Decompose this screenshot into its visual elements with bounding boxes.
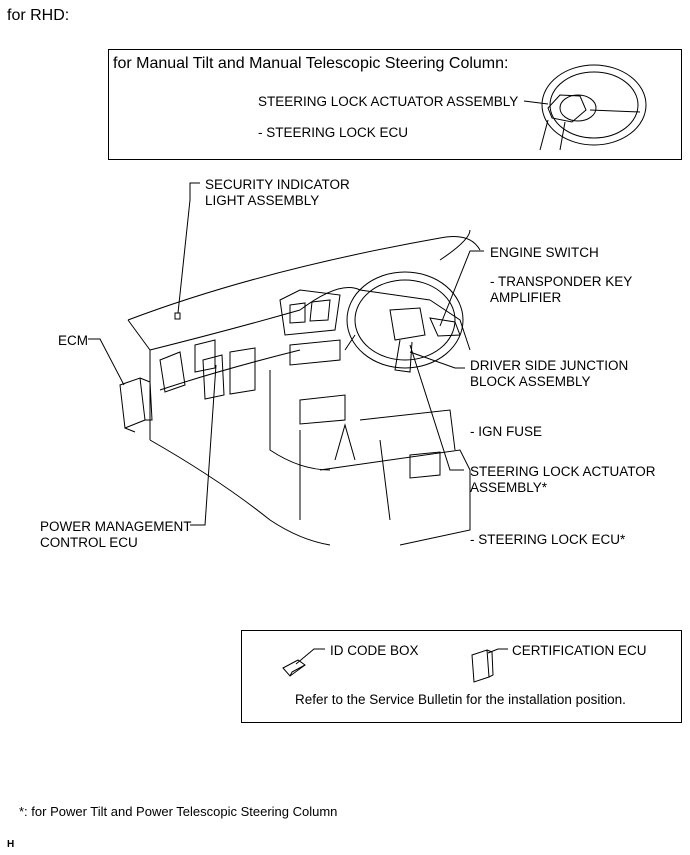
security-indicator-drawing (174, 312, 181, 320)
manual-steering-wheel-drawing (523, 64, 647, 151)
dashboard-outline (127, 229, 481, 546)
manual-steering-lock-actuator-label: STEERING LOCK ACTUATOR ASSEMBLY (258, 94, 519, 109)
manual-column-box (108, 49, 682, 160)
certification-ecu-drawing (471, 649, 494, 683)
power-management-label-line2: CONTROL ECU (40, 535, 138, 550)
service-bulletin-note: Refer to the Service Bulletin for the in… (295, 692, 626, 707)
security-indicator-label-line2: LIGHT ASSEMBLY (205, 193, 320, 208)
junction-block-label-line1: DRIVER SIDE JUNCTION (470, 358, 629, 373)
engine-switch-label: ENGINE SWITCH (490, 245, 599, 260)
steering-wheel-drawing (344, 271, 464, 373)
transponder-label-line2: AMPLIFIER (490, 290, 562, 305)
steering-lock-ecu-label: - STEERING LOCK ECU* (470, 532, 626, 547)
steering-lock-label-line2: ASSEMBLY* (470, 480, 548, 495)
manual-steering-lock-ecu-label: - STEERING LOCK ECU (258, 125, 409, 140)
ign-fuse-label: - IGN FUSE (470, 424, 543, 439)
steering-lock-label-line1: STEERING LOCK ACTUATOR (470, 464, 656, 479)
ecm-drawing (119, 377, 153, 433)
power-management-ecu-drawing (202, 354, 225, 400)
footnote: *: for Power Tilt and Power Telescopic S… (19, 804, 338, 819)
transponder-label-line1: - TRANSPONDER KEY (490, 274, 633, 289)
manual-column-title: for Manual Tilt and Manual Telescopic St… (113, 55, 509, 72)
id-code-box-drawing (282, 659, 306, 677)
certification-ecu-label: CERTIFICATION ECU (512, 643, 647, 658)
service-bulletin-box (241, 630, 682, 723)
leader-lines (88, 182, 508, 665)
id-code-box-label: ID CODE BOX (330, 643, 419, 658)
security-indicator-label-line1: SECURITY INDICATOR (205, 177, 350, 192)
power-management-label-line1: POWER MANAGEMENT (40, 519, 192, 534)
junction-block-label-line2: BLOCK ASSEMBLY (470, 374, 591, 389)
corner-mark: H (7, 839, 15, 850)
page-header: for RHD: (7, 7, 70, 24)
ecm-label: ECM (58, 333, 88, 348)
